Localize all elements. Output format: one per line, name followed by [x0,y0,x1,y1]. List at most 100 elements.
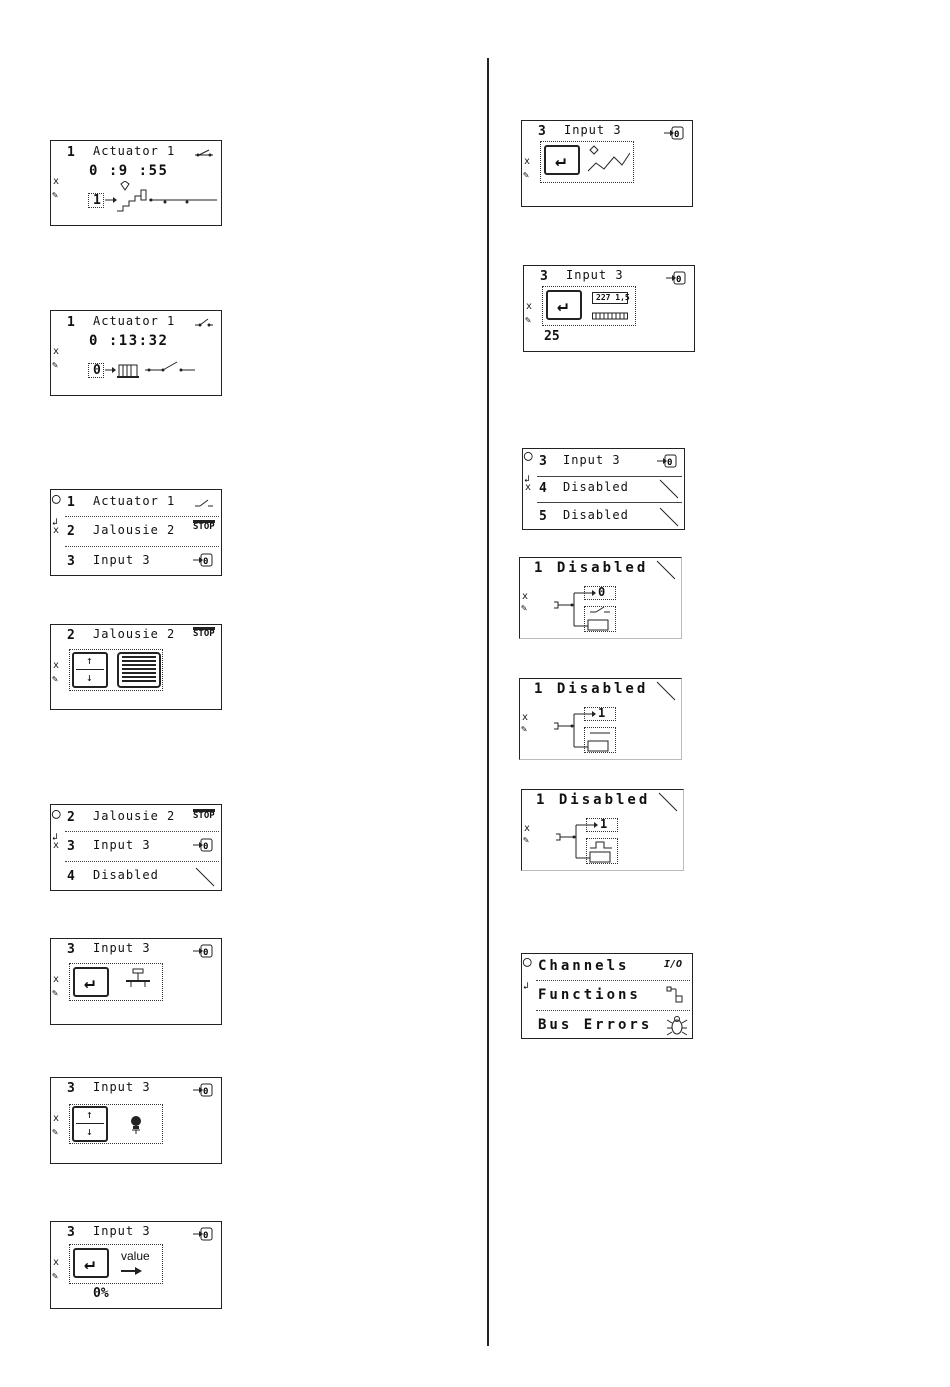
blind-icon[interactable] [117,652,161,688]
lcd-disabled-logic-1a: 1 Disabled x ✎ 1 [519,678,682,760]
channel-title: Input 3 [93,1224,151,1238]
close-icon[interactable]: x [53,1257,60,1268]
svg-text:0: 0 [674,130,679,140]
svg-text:0: 0 [203,842,208,852]
disabled-icon [659,507,679,527]
close-icon[interactable]: x [53,525,60,536]
return-icon[interactable]: ↲ [52,832,59,843]
item-number: 1 [67,495,75,510]
logic-diagram-icon [556,822,612,863]
item-number: 2 [67,524,75,539]
input-icon: 0 [657,454,677,468]
close-icon[interactable]: x [522,591,529,602]
edit-icon[interactable]: ✎ [525,315,532,326]
lcd-jalousie: 2 Jalousie 2 STOP x ✎ ↑ ↓ [50,624,222,710]
switch-open-icon [195,318,213,327]
item-label: Disabled [93,868,159,882]
channel-title: 1 Disabled [536,792,651,808]
close-icon[interactable]: x [525,482,532,493]
edit-icon[interactable]: ✎ [52,1127,59,1138]
channel-number: 3 [67,942,75,957]
enter-button[interactable]: ↵ [546,290,582,320]
close-icon[interactable]: x [53,346,60,357]
svg-text:0: 0 [203,948,208,958]
return-icon[interactable]: ↲ [523,981,530,992]
switch-open-icon [195,149,213,157]
input-icon: 0 [193,838,213,852]
close-icon[interactable]: x [53,176,60,187]
up-down-button[interactable]: ↑ ↓ [72,652,108,688]
close-icon[interactable]: x [53,974,60,985]
lcd-input-sensor: 3 Input 3 0 x ✎ ↵ [521,120,693,207]
state-value: 0 [598,585,606,599]
scroll-icon[interactable]: ◯ [524,448,533,464]
menu-item-label: Channels [538,958,630,974]
channel-number: 3 [67,1081,75,1096]
channel-title: Input 3 [93,1080,151,1094]
return-icon[interactable]: ↲ [52,517,59,528]
item-label: Input 3 [93,553,151,567]
scroll-icon[interactable]: ◯ [523,954,532,970]
edit-icon[interactable]: ✎ [523,170,530,181]
item-number: 3 [539,454,547,469]
item-number: 5 [539,509,547,524]
close-icon[interactable]: x [526,301,533,312]
logic-diagram-icon [554,590,610,631]
up-arrow-icon: ↑ [86,654,93,667]
timer-value: 0 :9 :55 [89,163,169,179]
svg-text:0: 0 [203,1087,208,1097]
channel-title: Input 3 [566,268,624,282]
edit-icon[interactable]: ✎ [523,835,530,846]
lcd-actuator-timer-off: 1 Actuator 1 0 :13:32 x ✎ 0 [50,310,222,396]
svg-text:0: 0 [667,458,672,468]
input-icon: 0 [193,1083,213,1097]
close-icon[interactable]: x [53,660,60,671]
item-label: Disabled [563,480,629,494]
edit-icon[interactable]: ✎ [52,988,59,999]
sensor-wave-icon [587,145,630,172]
close-icon[interactable]: x [53,1113,60,1124]
enter-icon: ↵ [84,972,95,993]
edit-icon[interactable]: ✎ [521,603,528,614]
item-label: Input 3 [563,453,621,467]
item-number: 4 [67,869,75,884]
stop-icon: STOP [193,809,215,821]
enter-button[interactable]: ↵ [73,967,109,997]
stop-icon: STOP [193,627,215,639]
channel-number: 3 [538,124,546,139]
enter-button[interactable]: ↵ [73,1248,109,1278]
lcd-channel-list-c: ◯ ↲ x 3 Input 3 0 4 Disabled 5 Disabled [522,448,685,530]
value-readout: 25 [544,329,560,344]
item-label: Actuator 1 [93,494,176,508]
edit-icon[interactable]: ✎ [52,190,59,201]
lcd-input-switch: 3 Input 3 0 x ✎ ↵ [50,938,222,1025]
disabled-icon [656,560,676,580]
up-down-button[interactable]: ↑ ↓ [72,1106,108,1142]
return-icon[interactable]: ↲ [524,474,531,485]
enter-button[interactable]: ↵ [544,145,580,175]
channel-title: Input 3 [564,123,622,137]
edit-icon[interactable]: ✎ [52,674,59,685]
enter-icon: ↵ [557,295,568,316]
edit-icon[interactable]: ✎ [52,360,59,371]
bug-icon [666,1016,688,1036]
lcd-disabled-logic-0: 1 Disabled x ✎ 0 [519,557,682,639]
close-icon[interactable]: x [53,840,60,851]
logic-diagram-icon [554,711,610,752]
close-icon[interactable]: x [522,712,529,723]
channel-number: 3 [540,269,548,284]
edit-icon[interactable]: ✎ [521,724,528,735]
heater-switch-icon [105,361,195,378]
svg-text:0: 0 [203,557,208,567]
svg-text:0: 0 [203,1231,208,1241]
channel-title: Actuator 1 [93,144,176,158]
state-value: 0 [93,363,101,378]
scroll-icon[interactable]: ◯ [52,491,61,507]
close-icon[interactable]: x [524,823,531,834]
scroll-icon[interactable]: ◯ [52,806,61,822]
close-icon[interactable]: x [524,156,531,167]
lcd-main-menu: ◯ ↲ Channels I/O Functions Bus Errors [521,953,693,1039]
edit-icon[interactable]: ✎ [52,1271,59,1282]
channel-title: 1 Disabled [534,681,649,697]
meter-scale-icon [592,312,628,320]
